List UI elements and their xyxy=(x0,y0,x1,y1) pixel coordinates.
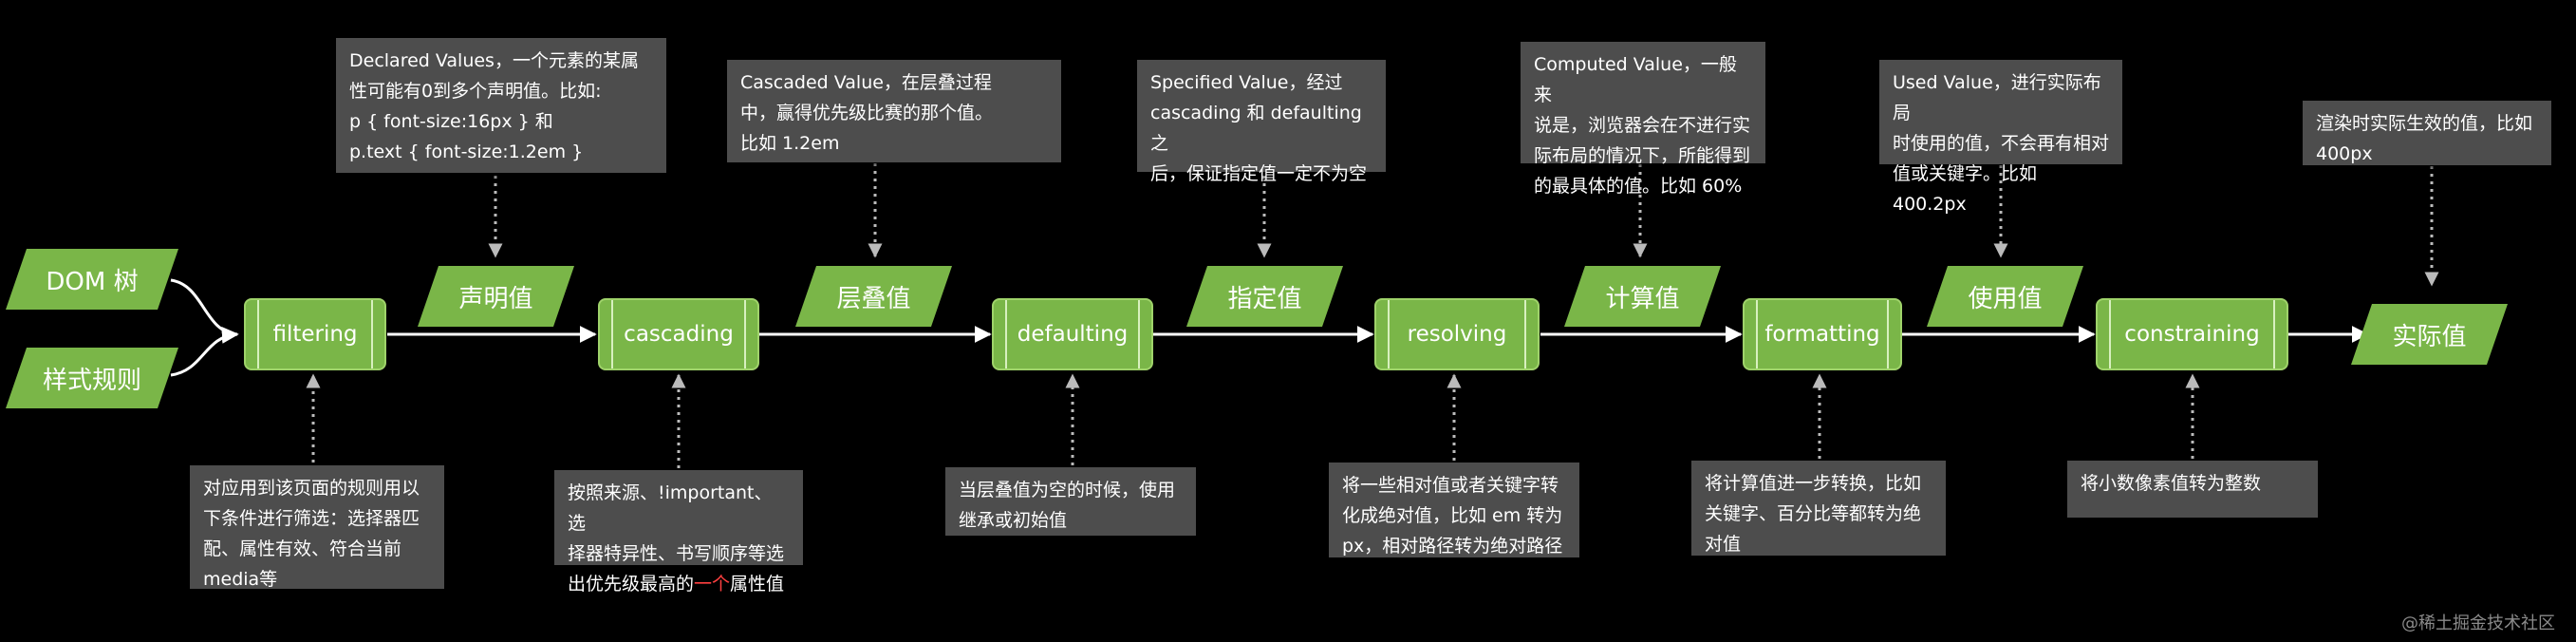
cascaded-value-label: 层叠值 xyxy=(836,284,911,313)
dom-tree-connector xyxy=(170,278,238,336)
used-value-node: 使用值 xyxy=(1927,266,2083,327)
formatting-note: 将计算值进一步转换，比如 关键字、百分比等都转为绝 对值 xyxy=(1691,461,1946,556)
resolving-note: 将一些相对值或者关键字转 化成绝对值，比如 em 转为 px，相对路径转为绝对路… xyxy=(1329,463,1579,557)
declared-note: Declared Values，一个元素的某属 性可能有0到多个声明值。比如: … xyxy=(336,38,666,173)
defaulting-process: defaulting xyxy=(992,298,1153,370)
filtering-note: 对应用到该页面的规则用以 下条件进行筛选：选择器匹 配、属性有效、符合当前 me… xyxy=(190,465,444,590)
used-note: Used Value，进行实际布局 时使用的值，不会再有相对 值或关键字。比如 … xyxy=(1879,60,2122,215)
cascading-note-highlight: 一个 xyxy=(694,574,731,595)
actual-value-label: 实际值 xyxy=(2392,322,2467,351)
watermark: @稀土掘金技术社区 xyxy=(2401,614,2555,633)
cascading-process: cascading xyxy=(598,298,759,370)
used-value-label: 使用值 xyxy=(1968,284,2043,313)
constraining-note: 将小数像素值转为整数 xyxy=(2067,461,2318,518)
specified-value-label: 指定值 xyxy=(1227,284,1302,313)
declared-value-node: 声明值 xyxy=(418,266,574,327)
computed-value-label: 计算值 xyxy=(1605,284,1680,313)
constraining-process: constraining xyxy=(2096,298,2288,370)
style-rules-label: 样式规则 xyxy=(42,366,141,395)
dom-tree-node: DOM 树 xyxy=(6,249,178,310)
style-rules-node: 样式规则 xyxy=(6,348,178,408)
specified-value-node: 指定值 xyxy=(1186,266,1343,327)
cascading-note-text: 按照来源、!important、选 择器特异性、书写顺序等选 出优先级最高的 xyxy=(568,482,785,595)
cascaded-note: Cascaded Value，在层叠过程 中，赢得优先级比赛的那个值。 比如 1… xyxy=(727,60,1061,162)
style-rules-connector xyxy=(170,326,239,377)
defaulting-note: 当层叠值为空的时候，使用 继承或初始值 xyxy=(945,467,1196,536)
specified-note: Specified Value，经过 cascading 和 defaultin… xyxy=(1137,60,1386,184)
computed-value-node: 计算值 xyxy=(1564,266,1721,327)
resolving-process: resolving xyxy=(1374,298,1540,370)
actual-note: 渲染时实际生效的值，比如 400px xyxy=(2303,101,2551,165)
cascaded-value-node: 层叠值 xyxy=(795,266,952,327)
computed-note: Computed Value，一般来 说是，浏览器会在不进行实 际布局的情况下，… xyxy=(1521,42,1765,197)
filtering-process: filtering xyxy=(244,298,386,370)
cascading-note: 按照来源、!important、选 择器特异性、书写顺序等选 出优先级最高的一个… xyxy=(554,470,803,595)
declared-value-label: 声明值 xyxy=(458,284,533,313)
actual-value-node: 实际值 xyxy=(2351,304,2508,365)
cascading-note-tail: 属性值 xyxy=(730,574,785,595)
formatting-process: formatting xyxy=(1743,298,1902,370)
dom-tree-label: DOM 树 xyxy=(46,267,139,296)
